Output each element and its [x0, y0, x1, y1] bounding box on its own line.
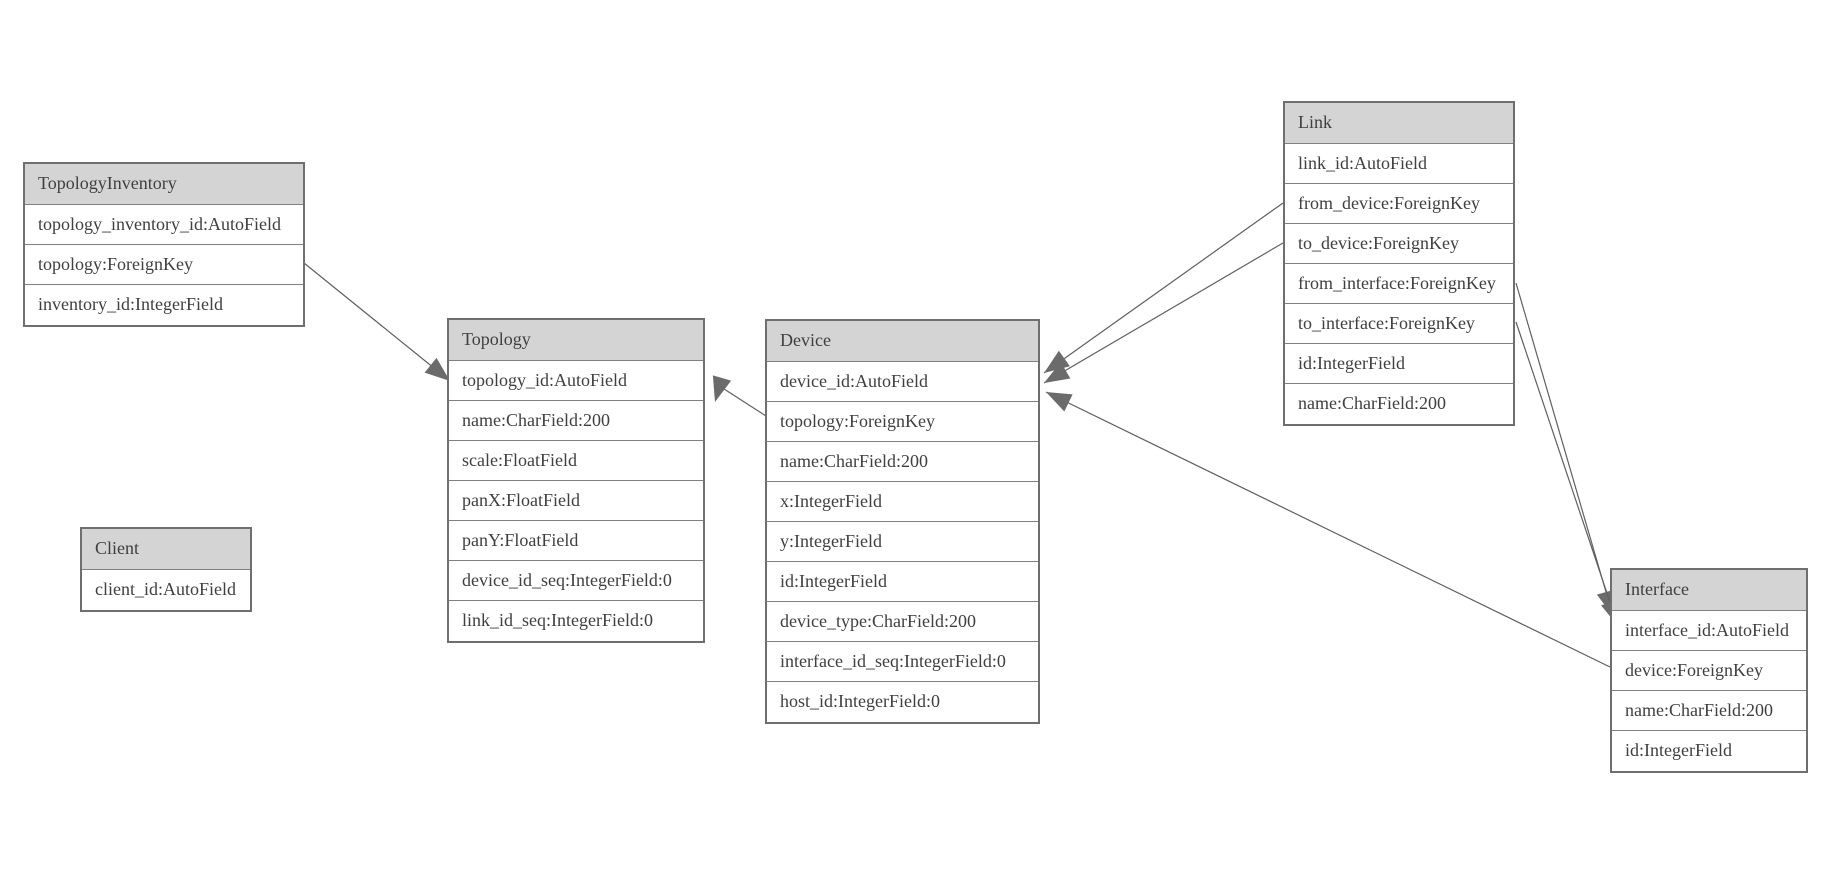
entity-field-row: device_id:AutoField [767, 362, 1038, 402]
entity-field-row: name:CharField:200 [767, 442, 1038, 482]
entity-field-row: y:IntegerField [767, 522, 1038, 562]
entity-field-row: x:IntegerField [767, 482, 1038, 522]
edge-Link.to_device-to-Device.device_id [1043, 242, 1284, 384]
arrowhead-icon [1044, 362, 1071, 383]
entity-field-row: panX:FloatField [449, 481, 703, 521]
arrowhead-icon [712, 375, 732, 402]
entity-field-row: device:ForeignKey [1612, 651, 1806, 691]
edge-Link.from_device-to-Device.device_id [1043, 202, 1284, 374]
edge-Interface.device-to-Device.device_id [1045, 391, 1611, 668]
entity-field-row: scale:FloatField [449, 441, 703, 481]
entity-field-row: id:IntegerField [1285, 344, 1513, 384]
entity-field-row: to_device:ForeignKey [1285, 224, 1513, 264]
entity-field-row: device_type:CharField:200 [767, 602, 1038, 642]
entity-field-row: interface_id:AutoField [1612, 611, 1806, 651]
entity-field-row: topology_inventory_id:AutoField [25, 205, 303, 245]
entity-field-row: topology:ForeignKey [25, 245, 303, 285]
entity-field-row: id:IntegerField [767, 562, 1038, 602]
entity-field-row: topology_id:AutoField [449, 361, 703, 401]
entity-field-row: host_id:IntegerField:0 [767, 682, 1038, 722]
edge-Link.to_interface-to-Interface.interface_id [1515, 321, 1620, 627]
edge-TopologyInventory.topology-to-Topology.topology_id [303, 262, 451, 382]
entity-title: Link [1285, 103, 1513, 144]
entity-field-row: panY:FloatField [449, 521, 703, 561]
entity-field-row: from_interface:ForeignKey [1285, 264, 1513, 304]
arrowhead-icon [424, 357, 450, 381]
entity-field-row: topology:ForeignKey [767, 402, 1038, 442]
entity-field-row: inventory_id:IntegerField [25, 285, 303, 325]
entity-field-row: name:CharField:200 [1285, 384, 1513, 424]
entity-field-row: to_interface:ForeignKey [1285, 304, 1513, 344]
entity-title: Device [767, 321, 1038, 362]
entity-field-row: device_id_seq:IntegerField:0 [449, 561, 703, 601]
entity-field-row: client_id:AutoField [82, 570, 250, 610]
entity-field-row: name:CharField:200 [449, 401, 703, 441]
arrowhead-icon [1046, 392, 1073, 412]
entity-field-row: name:CharField:200 [1612, 691, 1806, 731]
edge-Link.from_interface-to-Interface.interface_id [1515, 282, 1616, 617]
entity-title: Client [82, 529, 250, 570]
entity-field-row: interface_id_seq:IntegerField:0 [767, 642, 1038, 682]
entity-field-row: link_id:AutoField [1285, 144, 1513, 184]
edge-Device.topology-to-Topology.topology_id [712, 375, 767, 417]
entity-field-row: link_id_seq:IntegerField:0 [449, 601, 703, 641]
entity-field-row: from_device:ForeignKey [1285, 184, 1513, 224]
entity-title: Topology [449, 320, 703, 361]
entity-field-row: id:IntegerField [1612, 731, 1806, 771]
entity-title: Interface [1612, 570, 1806, 611]
entity-title: TopologyInventory [25, 164, 303, 205]
